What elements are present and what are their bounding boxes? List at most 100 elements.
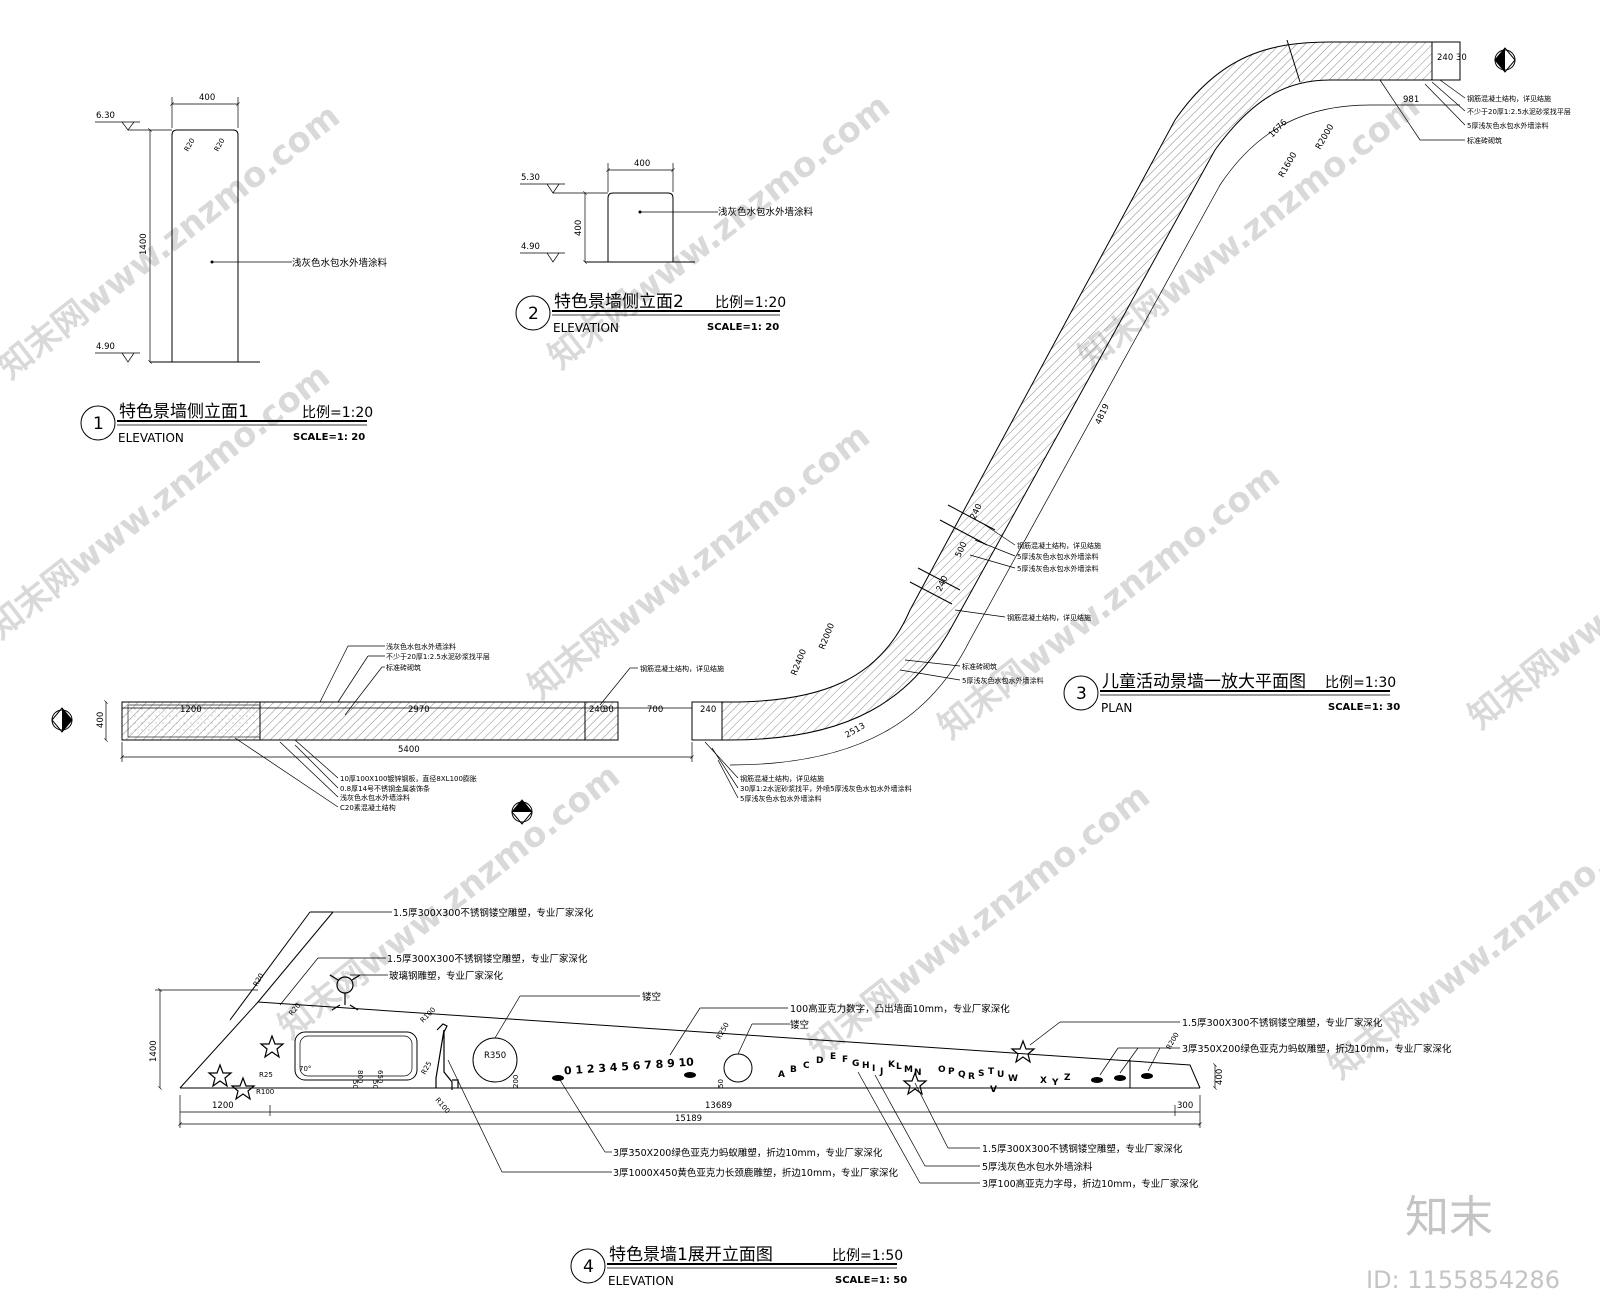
view1-title: 特色景墙侧立面1 — [119, 402, 249, 422]
letter-y: Y — [1051, 1078, 1059, 1088]
view3-note-mb-2: 30厚1:2水泥砂浆找平，外喷5厚浅灰色水包水外墙涂料 — [740, 784, 912, 793]
view4-h50c: 50 — [717, 1079, 725, 1088]
view3-dim-1200: 1200 — [180, 705, 202, 715]
view3-note-diag-2: 5厚浅灰色水包水外墙涂料 — [1017, 552, 1098, 561]
section-marker-bottom-icon — [511, 799, 533, 825]
letter-a: A — [778, 1070, 785, 1080]
view4-number: 4 — [583, 1257, 594, 1277]
watermark-layer: 知末网www.znzmo.com 知末网www.znzmo.com 知末网www… — [0, 86, 1600, 1087]
view4-title-en: ELEVATION — [608, 1274, 674, 1288]
view3-dim-2970: 2970 — [408, 705, 430, 715]
view1-title-en: ELEVATION — [118, 431, 184, 445]
view4-dim-300: 300 — [1177, 1101, 1193, 1111]
view4-note-right-1: 1.5厚300X300不锈钢镂空雕塑，专业厂家深化 — [1182, 1017, 1383, 1029]
letter-h: H — [862, 1061, 870, 1071]
view4-title: 特色景墙1展开立面图 — [609, 1245, 773, 1265]
watermark-8: 知末网www.znzmo.com — [271, 756, 628, 1047]
view3-note-curve-1: 标准砖砌筑 — [962, 662, 997, 671]
view3-number: 3 — [1076, 684, 1087, 704]
view4-h650: 650 — [376, 1070, 384, 1083]
view1-scale-en: SCALE=1: 20 — [293, 432, 365, 443]
view3-note-diag2: 钢筋混凝土结构，详见结施 — [1007, 613, 1091, 622]
view1-radius-2: R20 — [213, 137, 227, 153]
view2-width-dim: 400 — [634, 159, 650, 169]
view4-r100c: R100 — [433, 1096, 451, 1115]
view1-level-top: 6.30 — [96, 111, 115, 121]
view2-level-bottom: 4.90 — [521, 242, 540, 252]
view4-dim-13689: 13689 — [705, 1101, 732, 1111]
view3-dim-981: 981 — [1403, 95, 1419, 105]
view4-note-br-3: 3厚100高亚克力字母，折边10mm，专业厂家深化 — [982, 1178, 1199, 1190]
view3-radius-2400: R2400 — [790, 648, 810, 677]
view4-h800: 800 — [356, 1070, 364, 1083]
view2-title-en: ELEVATION — [553, 321, 619, 335]
view3-note-tr-4: 标准砖砌筑 — [1467, 136, 1502, 145]
view3-radius-2000a: R2000 — [818, 622, 838, 651]
view4-r100b: R100 — [256, 1088, 274, 1096]
view4-note-bl-1: 3厚350X200绿色亚克力蚂蚁雕塑，折边10mm，专业厂家深化 — [613, 1147, 883, 1159]
view2-side-elevation: 400 400 5.30 4.90 浅灰色水包水外墙涂料 2 特色景墙侧立面2 … — [515, 159, 814, 335]
view4-dim-15189: 15189 — [675, 1114, 702, 1124]
view4-height-1400: 1400 — [149, 1040, 159, 1062]
view3-dim-1676: 1676 — [1267, 118, 1289, 140]
watermark-5: 知末网www.znzmo.com — [521, 416, 878, 707]
letter-e: E — [830, 1052, 836, 1062]
view3-dim-240e: 240 30 — [1437, 53, 1467, 63]
letter-l: L — [896, 1062, 902, 1072]
view4-scale: 比例=1:50 — [832, 1248, 903, 1264]
view3-note-mb-3: 5厚浅灰色水包水外墙涂料 — [740, 794, 821, 803]
letter-g: G — [852, 1059, 859, 1069]
view4-height-400: 400 — [1215, 1069, 1225, 1085]
letter-n: N — [914, 1068, 922, 1078]
view3-note-lb-2: 0.8厚14号不锈钢金属装饰条 — [340, 784, 430, 793]
view4-note-br-2: 5厚浅灰色水包水外墙涂料 — [982, 1161, 1093, 1173]
view4-note-br-1: 1.5厚300X300不锈钢镂空雕塑，专业厂家深化 — [982, 1143, 1183, 1155]
view4-note-numbers: 100高亚克力数字，凸出墙面10mm，专业厂家深化 — [790, 1003, 1010, 1015]
brand-watermark: 知末 — [1405, 1192, 1493, 1243]
view4-note-top-3: 玻璃钢雕塑，专业厂家深化 — [389, 970, 504, 982]
view3-note-diag-1: 钢筋混凝土结构，详见结施 — [1017, 541, 1101, 550]
view1-height-dim: 1400 — [139, 233, 149, 255]
view1-radius-1: R20 — [183, 137, 197, 153]
view3-title: 儿童活动景墙一放大平面图 — [1102, 672, 1306, 692]
view2-scale: 比例=1:20 — [715, 295, 786, 311]
letter-d: D — [816, 1056, 823, 1066]
section-marker-left-icon — [51, 707, 73, 733]
watermark-9: 知末网www.znzmo.com — [801, 776, 1158, 1067]
view1-scale: 比例=1:20 — [302, 405, 373, 421]
letter-s: S — [978, 1069, 984, 1079]
view4-r25a: R25 — [259, 1071, 273, 1079]
letters-sculpture: A B C D E F G H I J K L M N O P Q R S T … — [778, 1052, 1071, 1095]
view1-side-elevation: 400 1400 6.30 4.90 R20 R20 浅灰色水包水外墙涂料 1 … — [80, 93, 388, 445]
watermark-4: 知末网www.znzmo.com — [0, 356, 338, 647]
view4-h200: 200 — [512, 1075, 520, 1088]
view3-dim-240b: 240 — [700, 705, 716, 715]
letter-z: Z — [1064, 1073, 1071, 1083]
view3-dim-30: 30 — [603, 705, 614, 715]
letter-i: I — [872, 1064, 875, 1074]
view2-title: 特色景墙侧立面2 — [554, 292, 684, 312]
view3-note-lb-1: 10厚100X100镀锌钢板，直径8XL100膨胀 — [340, 774, 477, 783]
view1-width-dim: 400 — [199, 93, 215, 103]
view3-note-tr-3: 5厚浅灰色水包水外墙涂料 — [1467, 121, 1548, 130]
view4-h50a: 50 — [351, 1080, 359, 1089]
ant-icon — [552, 1072, 1153, 1083]
watermark-1: 知末网www.znzmo.com — [0, 96, 348, 387]
view3-note-lt-1: 浅灰色水包水外墙涂料 — [386, 642, 456, 651]
letter-c: C — [803, 1061, 810, 1071]
view4-r100a: R100 — [419, 1006, 438, 1025]
star-icon — [207, 1034, 1036, 1101]
view3-note-lb-4: C20素混凝土结构 — [340, 803, 396, 812]
letter-b: B — [790, 1065, 797, 1075]
letter-m: M — [904, 1065, 913, 1075]
letter-x: X — [1040, 1076, 1047, 1086]
view3-note-tr-1: 钢筋混凝土结构，详见结施 — [1467, 94, 1551, 103]
view3-note-lt-2: 不少于20厚1:2.5水泥砂浆找平层 — [386, 652, 490, 661]
watermark-7: 知末网www.znzmo.com — [1461, 446, 1600, 737]
view1-material-note: 浅灰色水包水外墙涂料 — [292, 257, 388, 269]
letter-o: O — [938, 1065, 946, 1075]
view4-scale-en: SCALE=1: 50 — [835, 1275, 907, 1286]
letter-q: Q — [958, 1070, 966, 1080]
view2-number: 2 — [528, 304, 539, 324]
